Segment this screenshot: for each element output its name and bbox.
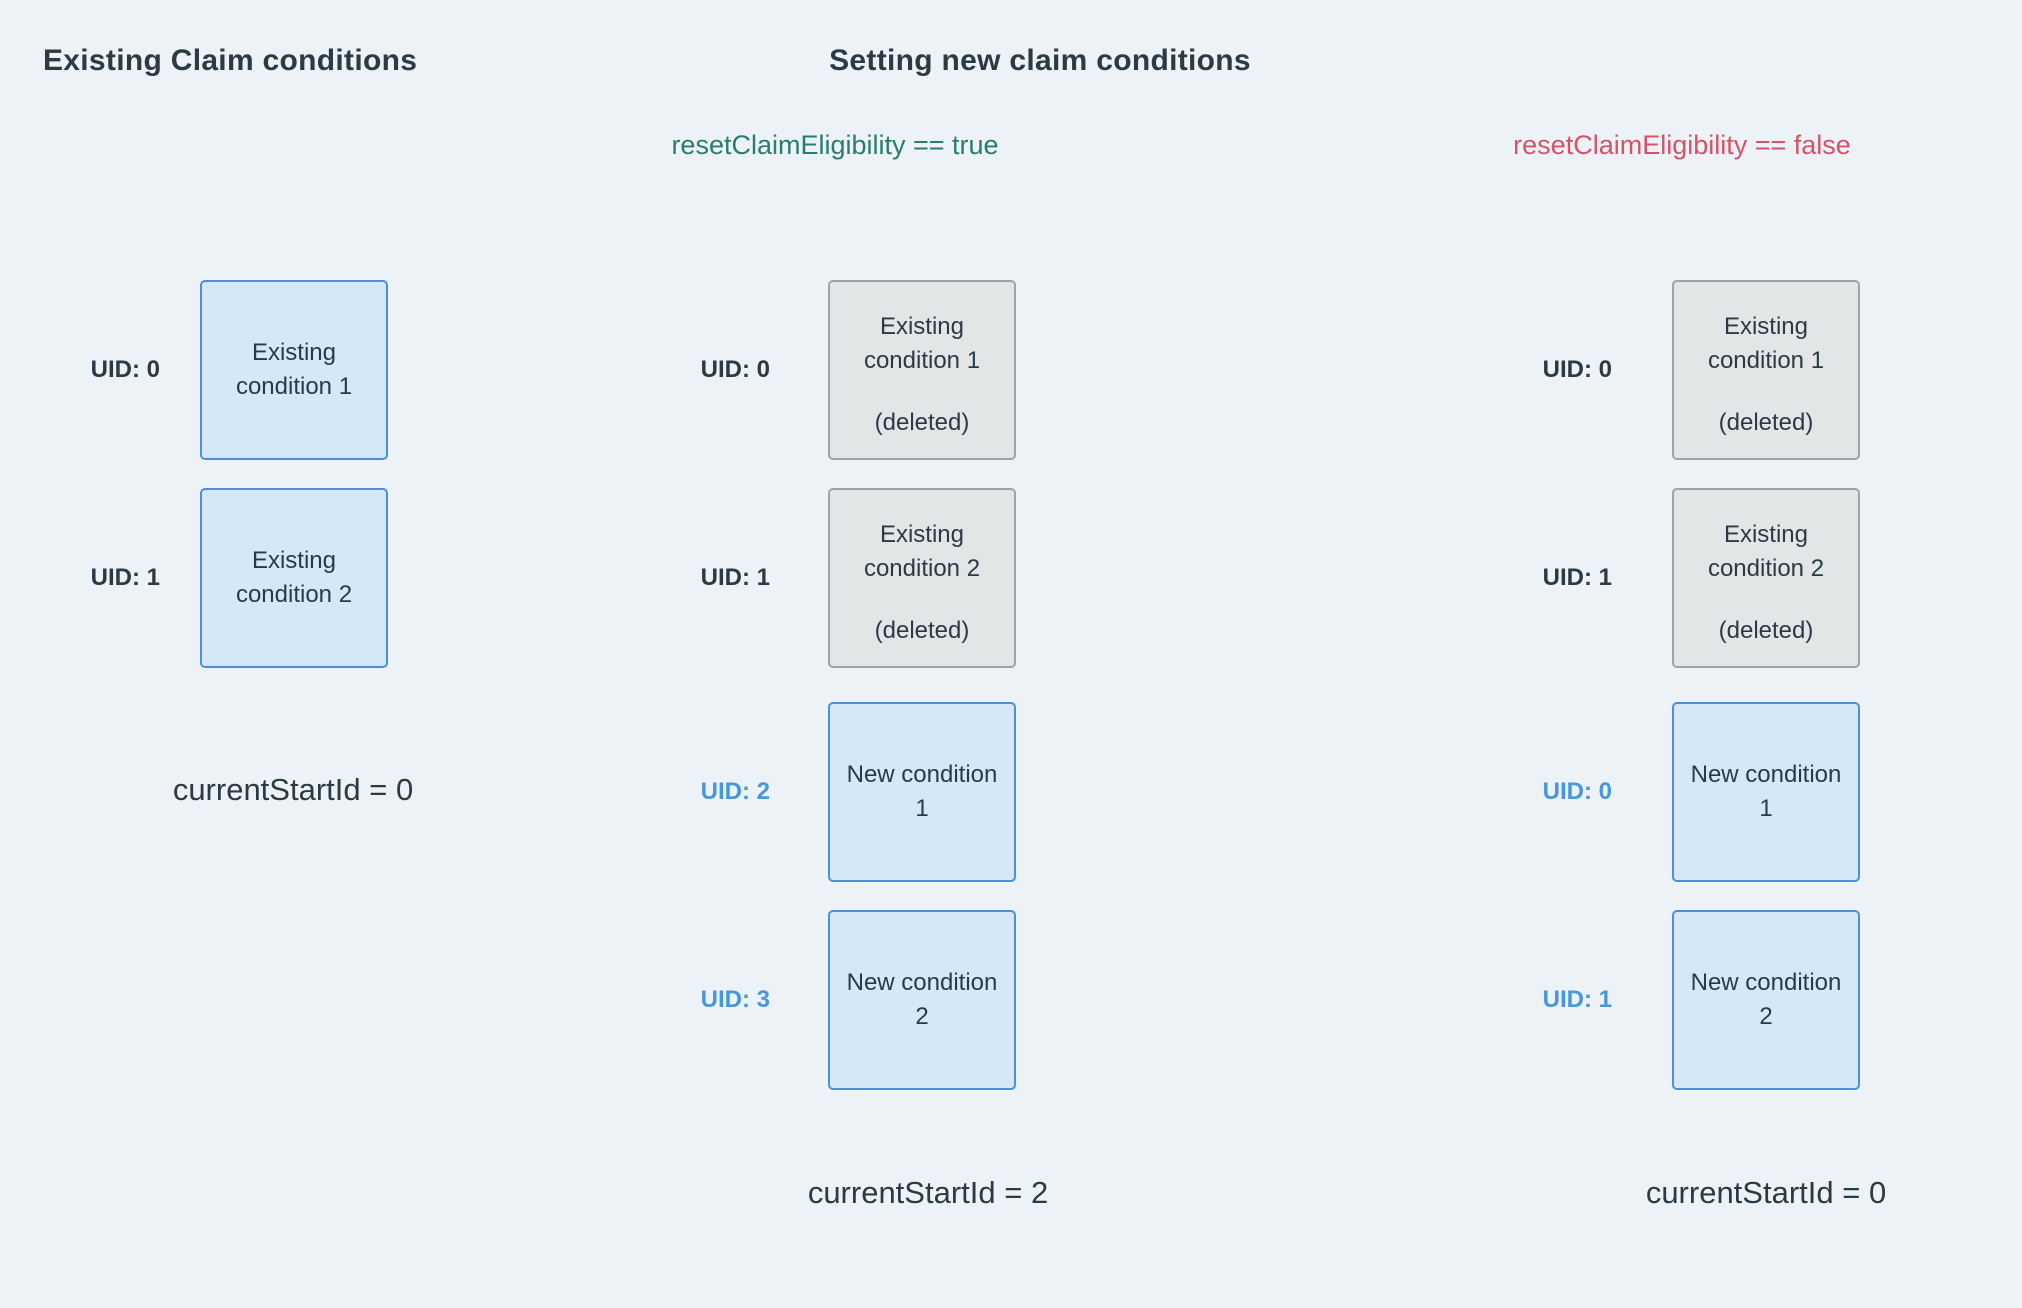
reset-false-row-uid0-new: UID: 0 New condition 1 (1492, 702, 1860, 882)
box-line: Existing (879, 521, 965, 548)
box-line: Existing (1723, 521, 1809, 548)
current-start-id-existing: currentStartId = 0 (172, 772, 414, 807)
box-line: 2 (1759, 1003, 1773, 1030)
uid-label: UID: 0 (1542, 778, 1612, 805)
box-line: condition 2 (1707, 555, 1825, 582)
right-section-title: Setting new claim conditions (829, 44, 1251, 77)
deleted-note: (deleted) (1718, 617, 1814, 644)
uid-label: UID: 1 (90, 564, 160, 591)
box-line: Existing (1723, 313, 1809, 340)
current-start-id-reset-true: currentStartId = 2 (807, 1175, 1049, 1210)
condition-box-new-2: New condition 2 (828, 910, 1016, 1090)
uid-label: UID: 0 (90, 356, 160, 383)
condition-box-deleted-2: Existing condition 2 (deleted) (828, 488, 1016, 668)
reset-false-row-uid1-deleted: UID: 1 Existing condition 2 (deleted) (1492, 488, 1860, 668)
deleted-note: (deleted) (874, 617, 970, 644)
box-line: 2 (915, 1003, 929, 1030)
uid-label: UID: 1 (1542, 564, 1612, 591)
uid-label: UID: 1 (700, 564, 770, 591)
uid-label: UID: 2 (700, 778, 770, 805)
box-line: New condition (846, 969, 998, 996)
box-line: Existing (251, 547, 337, 574)
existing-row-uid1: UID: 1 Existing condition 2 (40, 488, 388, 668)
deleted-note: (deleted) (1718, 409, 1814, 436)
existing-row-uid0: UID: 0 Existing condition 1 (40, 280, 388, 460)
box-line: Existing (251, 339, 337, 366)
box-line: condition 2 (235, 581, 353, 608)
box-line: 1 (915, 795, 929, 822)
reset-false-row-uid1-new: UID: 1 New condition 2 (1492, 910, 1860, 1090)
left-section-title: Existing Claim conditions (43, 44, 418, 77)
condition-box-deleted-2: Existing condition 2 (deleted) (1672, 488, 1860, 668)
box-line: Existing (879, 313, 965, 340)
box-line: New condition (1690, 969, 1842, 996)
reset-true-row-uid1: UID: 1 Existing condition 2 (deleted) (650, 488, 1016, 668)
reset-true-row-uid0: UID: 0 Existing condition 1 (deleted) (650, 280, 1016, 460)
condition-box-deleted-1: Existing condition 1 (deleted) (1672, 280, 1860, 460)
box-line: condition 2 (863, 555, 981, 582)
uid-label: UID: 1 (1542, 986, 1612, 1013)
condition-box-deleted-1: Existing condition 1 (deleted) (828, 280, 1016, 460)
box-line: New condition (1690, 761, 1842, 788)
uid-label: UID: 0 (1542, 356, 1612, 383)
condition-box-new-2: New condition 2 (1672, 910, 1860, 1090)
condition-box-new-1: New condition 1 (828, 702, 1016, 882)
condition-box-new-1: New condition 1 (1672, 702, 1860, 882)
box-line: condition 1 (863, 347, 981, 374)
box-line: condition 1 (1707, 347, 1825, 374)
box-line: New condition (846, 761, 998, 788)
reset-true-row-uid2: UID: 2 New condition 1 (650, 702, 1016, 882)
current-start-id-reset-false: currentStartId = 0 (1645, 1175, 1887, 1210)
uid-label: UID: 0 (700, 356, 770, 383)
reset-true-label: resetClaimEligibility == true (671, 130, 999, 160)
box-line: 1 (1759, 795, 1773, 822)
condition-box-existing-2: Existing condition 2 (200, 488, 388, 668)
reset-false-row-uid0-deleted: UID: 0 Existing condition 1 (deleted) (1492, 280, 1860, 460)
reset-true-row-uid3: UID: 3 New condition 2 (650, 910, 1016, 1090)
box-line: condition 1 (235, 373, 353, 400)
uid-label: UID: 3 (700, 986, 770, 1013)
reset-false-label: resetClaimEligibility == false (1513, 130, 1851, 160)
condition-box-existing-1: Existing condition 1 (200, 280, 388, 460)
deleted-note: (deleted) (874, 409, 970, 436)
